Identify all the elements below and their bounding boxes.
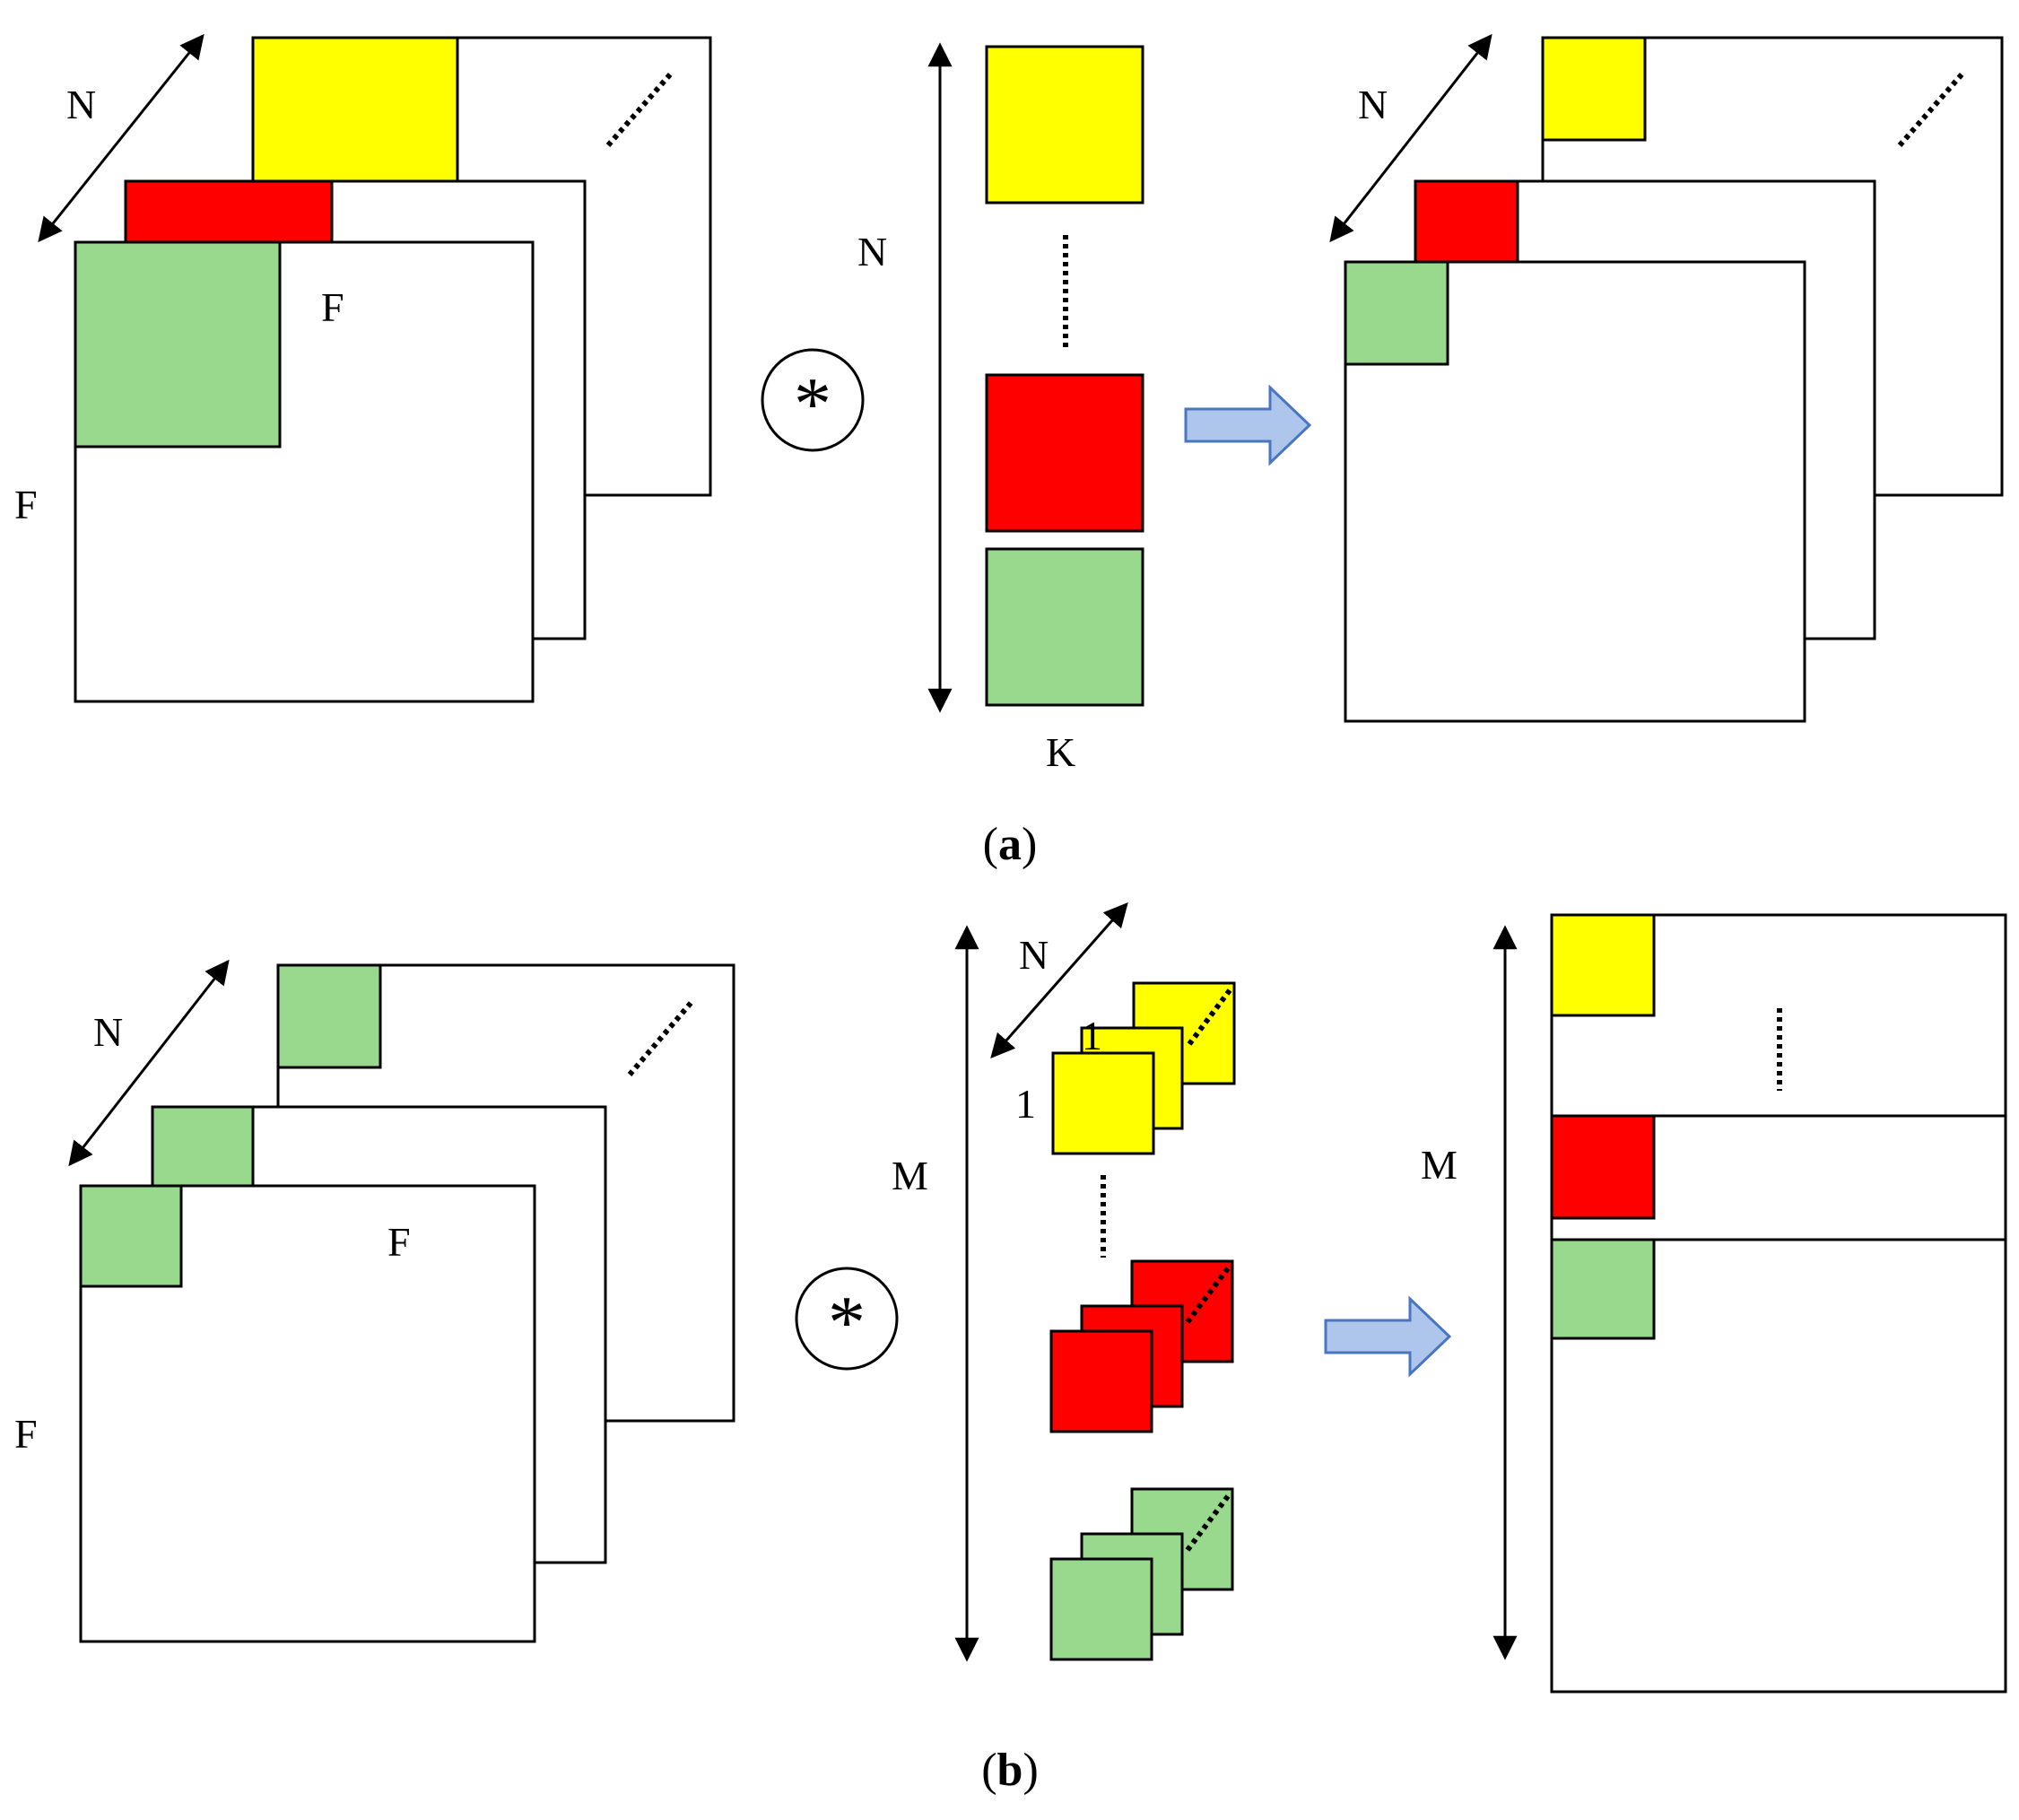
more-channels-dots [605, 72, 674, 147]
kernel-patch-red [124, 179, 334, 244]
output-feature-map-stack-a [1344, 36, 2004, 723]
output-patch-green [1344, 260, 1449, 366]
output-patch-yellow-b [1550, 913, 1656, 1017]
output-patch-red-b [1550, 1114, 1656, 1220]
filter-count-label: M [892, 1153, 928, 1198]
input-width-label-b: F [387, 1219, 411, 1265]
filter-size-label-1: 1 [1082, 1013, 1102, 1058]
right-arrow-icon [1184, 384, 1312, 466]
caption-b: (b) [981, 1745, 1039, 1796]
input-feature-map-stack-b [79, 963, 735, 1643]
input-depth-label-b: N [93, 1009, 123, 1055]
depth-double-arrow-a-output [1329, 33, 1492, 243]
filter-group-red [1049, 1259, 1234, 1433]
filter-depth-dots-yellow [1187, 985, 1235, 1046]
input-feature-map-stack-a [74, 36, 712, 703]
right-arrow-icon-b [1324, 1295, 1452, 1378]
more-channels-dots-b [627, 999, 695, 1076]
channel-patch-green-front [79, 1184, 183, 1288]
input-height-label-b: F [14, 1411, 38, 1457]
operator-symbol-b: * [828, 1281, 866, 1364]
output-patch-red [1414, 179, 1519, 264]
filter-group-yellow [1051, 981, 1236, 1155]
output-patch-yellow [1541, 36, 1647, 142]
channel-patch-green-back [276, 963, 382, 1069]
operator-symbol: * [794, 362, 831, 446]
convolution-operator-icon [761, 348, 865, 452]
depth-double-arrow-b [68, 959, 230, 1167]
filter-depth-dots-green [1185, 1491, 1233, 1552]
input-height-label: F [14, 482, 38, 527]
filter-depth-dots-red [1185, 1263, 1233, 1324]
kernel-yellow [985, 45, 1144, 205]
kernel-count-label: N [857, 229, 887, 274]
filter-red-front [1049, 1329, 1153, 1433]
output-patch-green-b [1550, 1238, 1656, 1340]
panel-a: N F F * N K N (a) [14, 33, 2004, 870]
output-depth-label: N [1358, 82, 1388, 127]
kernel-red [985, 373, 1144, 533]
filter-group-green [1049, 1487, 1234, 1661]
kernel-size-label: K [1046, 729, 1075, 775]
panel-b: N F F * M N 1 1 [14, 901, 2007, 1796]
filter-green-front [1049, 1557, 1153, 1661]
filter-yellow-front [1051, 1051, 1155, 1155]
caption-a: (a) [983, 819, 1038, 870]
filter-depth-double-arrow [990, 901, 1128, 1059]
kernel-patch-yellow [251, 36, 459, 183]
output-feature-maps-b [1550, 913, 2007, 1694]
filter-size-label-2: 1 [1015, 1081, 1036, 1127]
depth-double-arrow-a [38, 33, 205, 243]
input-width-label: F [321, 284, 344, 330]
input-depth-label: N [66, 82, 96, 127]
kernel-green [985, 547, 1144, 707]
output-count-label: M [1421, 1142, 1458, 1188]
more-output-channels-dots [1897, 72, 1965, 147]
kernel-patch-green [74, 240, 282, 448]
convolution-operator-icon-b [795, 1267, 899, 1371]
filter-depth-label: N [1019, 932, 1049, 978]
channel-patch-green-middle [151, 1105, 255, 1188]
